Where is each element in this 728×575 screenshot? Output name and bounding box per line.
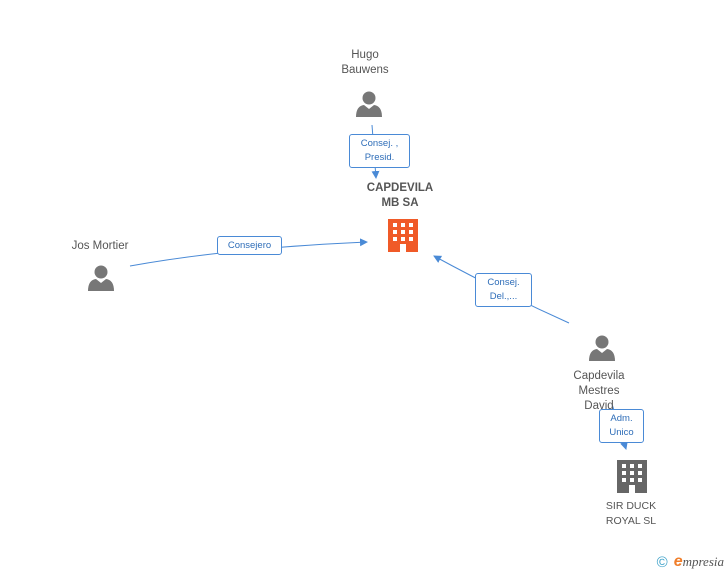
company-label[interactable]: CAPDEVILA MB SA	[366, 182, 434, 209]
person-icon[interactable]	[356, 91, 382, 118]
brand-logo: © empresia	[657, 553, 724, 571]
brand-initial: e	[673, 553, 683, 570]
building-icon[interactable]	[617, 460, 647, 493]
edge-label-hugo[interactable]: Consej. , Presid.	[349, 134, 410, 168]
person-icon[interactable]	[88, 265, 114, 292]
person-label-hugo[interactable]: Hugo Bauwens	[341, 49, 389, 76]
person-label-jos[interactable]: Jos Mortier	[71, 240, 129, 252]
brand-name: mpresia	[682, 554, 724, 569]
building-icon[interactable]	[388, 219, 418, 252]
edge-label-david-sirduck[interactable]: Adm. Unico	[599, 409, 644, 443]
edge-label-jos[interactable]: Consejero	[217, 236, 282, 255]
edge-label-david-company[interactable]: Consej. Del.,...	[475, 273, 532, 307]
company-label-sirduck[interactable]: SIR DUCK ROYAL SL	[605, 500, 657, 527]
person-label-david[interactable]: Capdevila Mestres David	[573, 370, 625, 412]
copyright-icon: ©	[656, 553, 668, 571]
person-icon[interactable]	[589, 335, 615, 362]
